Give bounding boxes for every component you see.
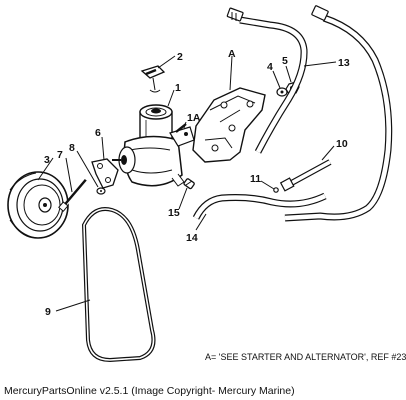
leader-3 — [37, 157, 54, 181]
callout-6: 6 — [95, 127, 101, 139]
leader-a — [229, 55, 233, 91]
leader-1a — [183, 121, 187, 129]
reservoir-cap — [140, 65, 166, 93]
callout-9: 9 — [45, 306, 51, 318]
callout-13: 13 — [338, 57, 350, 69]
leader-14 — [195, 213, 207, 231]
power-steering-pump-exploded-diagram: 3 7 8 6 2 1 1A 15 A 4 5 13 10 11 14 9 — [7, 5, 393, 363]
leader-15 — [178, 187, 188, 210]
leader-9 — [55, 299, 91, 312]
power-steering-pump — [112, 104, 195, 187]
mounting-bracket-a — [192, 87, 266, 163]
bolt-7 — [58, 179, 88, 212]
callout-10: 10 — [336, 138, 348, 150]
leader-13 — [303, 61, 337, 67]
callout-7: 7 — [57, 149, 63, 161]
callout-8: 8 — [69, 142, 75, 154]
pulley — [7, 171, 69, 239]
hose-14 — [192, 192, 327, 220]
callout-14: 14 — [186, 232, 198, 244]
callout-11: 11 — [250, 173, 261, 185]
leader-6 — [101, 136, 105, 161]
callout-3: 3 — [44, 154, 50, 166]
leader-10 — [321, 145, 335, 161]
leader-8 — [76, 150, 99, 188]
callout-5: 5 — [282, 55, 288, 67]
reference-note: A= 'SEE STARTER AND ALTERNATOR', REF #23 — [205, 352, 406, 362]
leader-5 — [285, 65, 292, 83]
callout-a: A — [228, 48, 236, 60]
fitting-1a — [175, 123, 187, 133]
callout-15: 15 — [168, 207, 180, 219]
fitting-15 — [183, 178, 195, 190]
callout-2: 2 — [177, 51, 183, 63]
hose-13 — [226, 7, 308, 154]
drive-belt-9 — [81, 207, 156, 363]
leader-7 — [65, 157, 73, 193]
callout-4: 4 — [267, 61, 273, 73]
leader-11 — [260, 180, 275, 190]
clamp-11 — [273, 187, 279, 193]
callout-1a: 1A — [187, 112, 201, 124]
leader-lines — [37, 55, 337, 312]
washer-4 — [276, 87, 288, 97]
leader-4 — [272, 70, 281, 89]
leader-2 — [157, 55, 176, 69]
copyright-footer: MercuryPartsOnline v2.5.1 (Image Copyrig… — [4, 385, 295, 397]
hose-10 — [279, 5, 393, 222]
bracket-6 — [91, 158, 119, 189]
washer-8 — [96, 187, 106, 195]
leader-1 — [167, 89, 175, 107]
callout-1: 1 — [175, 82, 181, 94]
